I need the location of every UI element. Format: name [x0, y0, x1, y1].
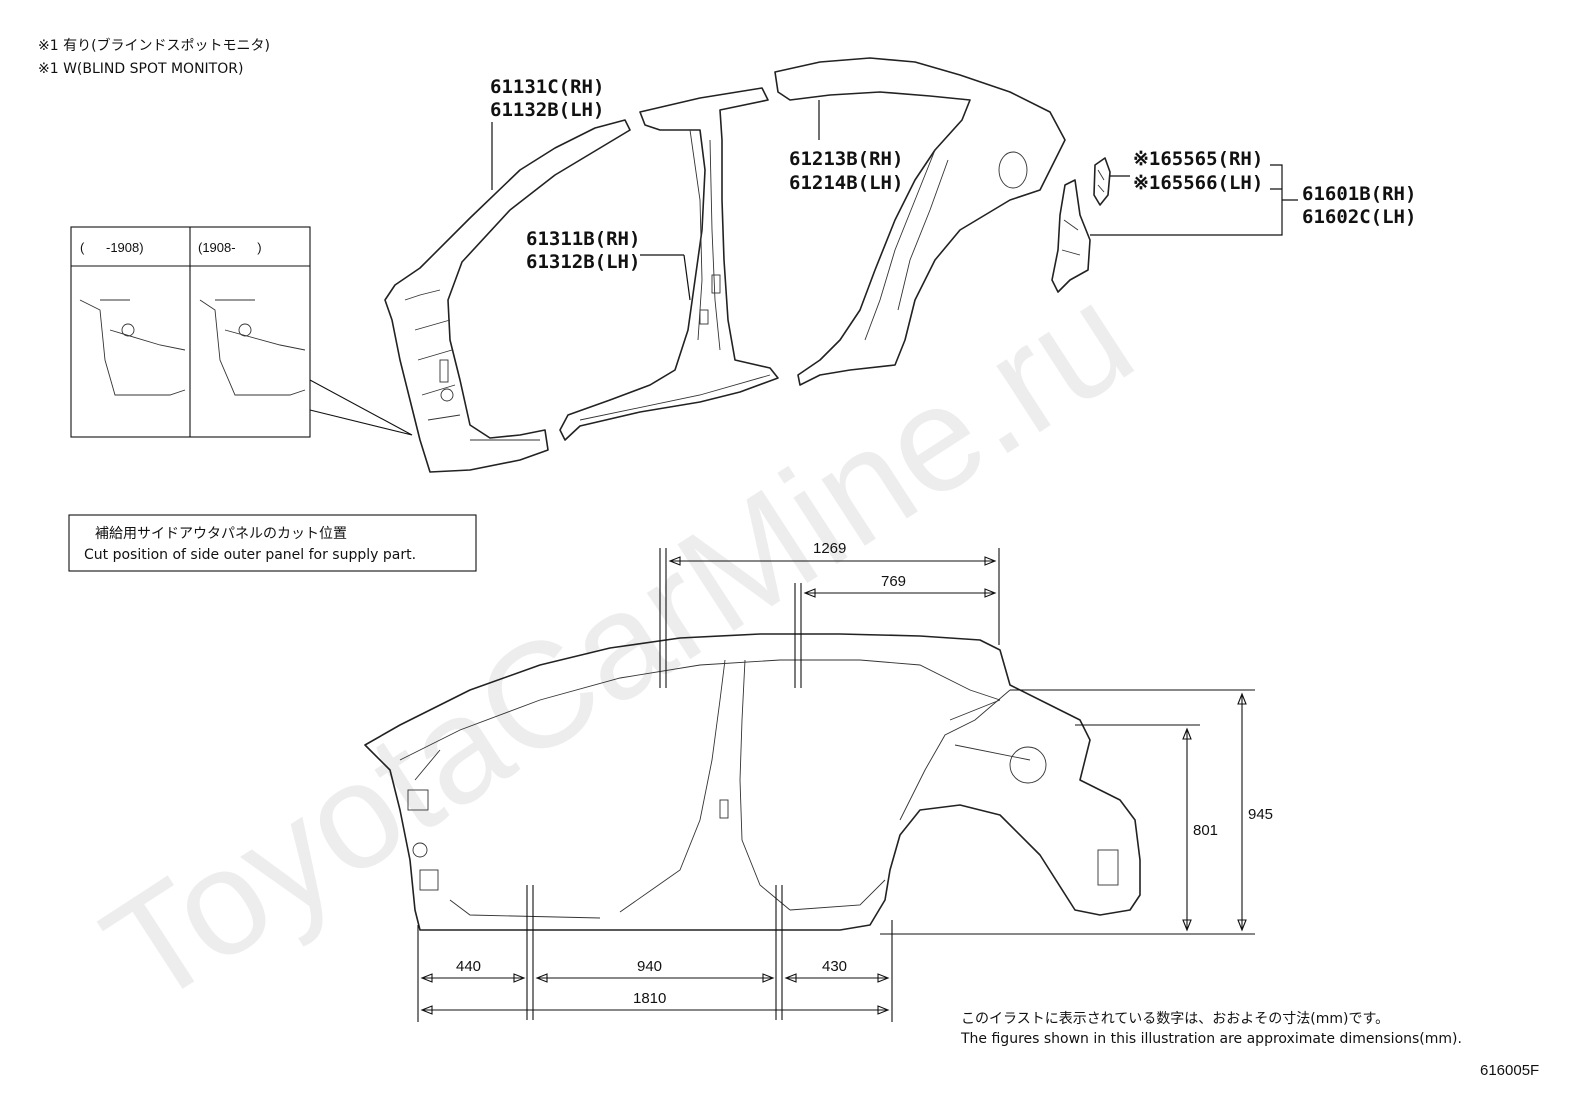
diagram-code: 616005F: [1480, 1062, 1539, 1079]
footer-note-jp: このイラストに表示されている数字は、おおよその寸法(mm)です。: [961, 1011, 1389, 1027]
label-rear-roof-lh: 61214B(LH): [789, 172, 903, 194]
dim-940: 940: [637, 958, 662, 975]
label-roof-rail-rh: 61131C(RH): [490, 76, 604, 98]
inset-table: [70, 226, 413, 438]
dim-801: 801: [1193, 822, 1218, 839]
dim-440: 440: [456, 958, 481, 975]
label-center-pillar-rh: 61311B(RH): [526, 228, 640, 250]
inset-right-header: (1908- ): [198, 240, 262, 255]
footer-note-en: The figures shown in this illustration a…: [960, 1031, 1462, 1047]
rear-roof-part: [774, 57, 1066, 386]
cut-title-jp: 補給用サイドアウタパネルのカット位置: [95, 526, 347, 542]
bracket-part: [1093, 157, 1111, 206]
dim-945: 945: [1248, 806, 1273, 823]
dim-430: 430: [822, 958, 847, 975]
dimension-lines: [420, 556, 1247, 1015]
side-outer-panel: [364, 633, 1141, 931]
label-center-pillar-lh: 61312B(LH): [526, 251, 640, 273]
label-roof-rail-lh: 61132B(LH): [490, 99, 604, 121]
label-bracket-lh: ※165566(LH): [1133, 172, 1263, 194]
quarter-piece-part: [1051, 179, 1091, 293]
label-quarter-rh: 61601B(RH): [1302, 183, 1416, 205]
note-en: ※1 W(BLIND SPOT MONITOR): [38, 61, 243, 77]
leader-lines: [491, 100, 1298, 301]
center-pillar-part: [559, 87, 779, 441]
roof-rail-part: [384, 119, 631, 473]
dim-1269: 1269: [813, 540, 846, 557]
dim-769: 769: [881, 573, 906, 590]
note-jp: ※1 有り(ブラインドスポットモニタ): [38, 37, 270, 54]
label-rear-roof-rh: 61213B(RH): [789, 148, 903, 170]
dim-1810: 1810: [633, 990, 666, 1007]
label-quarter-lh: 61602C(LH): [1302, 206, 1416, 228]
label-bracket-rh: ※165565(RH): [1133, 148, 1263, 170]
cut-position-box: [68, 514, 477, 572]
watermark: ToyotaCarMine.ru: [76, 251, 1160, 1037]
cut-marks: [417, 548, 1255, 1022]
cut-title-en: Cut position of side outer panel for sup…: [84, 547, 416, 563]
inset-left-header: ( -1908): [80, 240, 144, 255]
